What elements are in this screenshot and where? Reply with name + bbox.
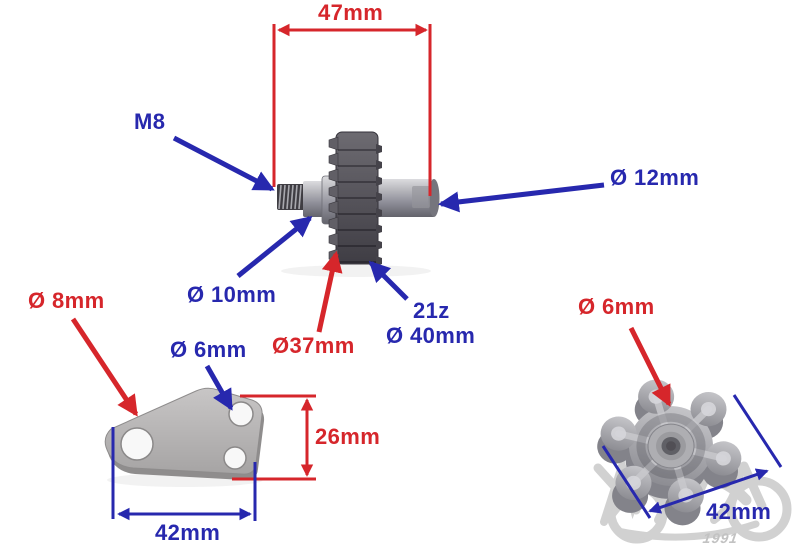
gear-shaft-photo — [277, 132, 440, 277]
label-hub-width: 42mm — [706, 501, 771, 523]
label-teeth-count: 21z — [413, 300, 450, 322]
label-bracket-width: 42mm — [155, 522, 220, 544]
label-left-shaft-dia: Ø 10mm — [187, 284, 276, 306]
label-bracket-small-hole: Ø 6mm — [170, 339, 247, 361]
label-thread: M8 — [134, 111, 165, 133]
leader-bracket-8mm — [73, 319, 136, 414]
label-gear-width: 47mm — [318, 2, 383, 24]
label-gear-outer-dia: Ø 40mm — [386, 325, 475, 347]
label-hub-hole: Ø 6mm — [578, 296, 655, 318]
label-bracket-height: 26mm — [315, 426, 380, 448]
bracket-large-hole — [121, 428, 153, 460]
label-right-shaft-dia: Ø 12mm — [610, 167, 699, 189]
bracket-small-hole-bottom — [224, 447, 246, 469]
watermark-year: 1991 — [702, 530, 739, 546]
leader-right-shaft-12mm — [441, 185, 604, 204]
label-gear-dia: Ø37mm — [272, 335, 355, 357]
leader-thread-m8 — [174, 138, 272, 189]
bracket-small-hole-top — [229, 402, 253, 426]
label-bracket-large-hole: Ø 8mm — [28, 290, 105, 312]
